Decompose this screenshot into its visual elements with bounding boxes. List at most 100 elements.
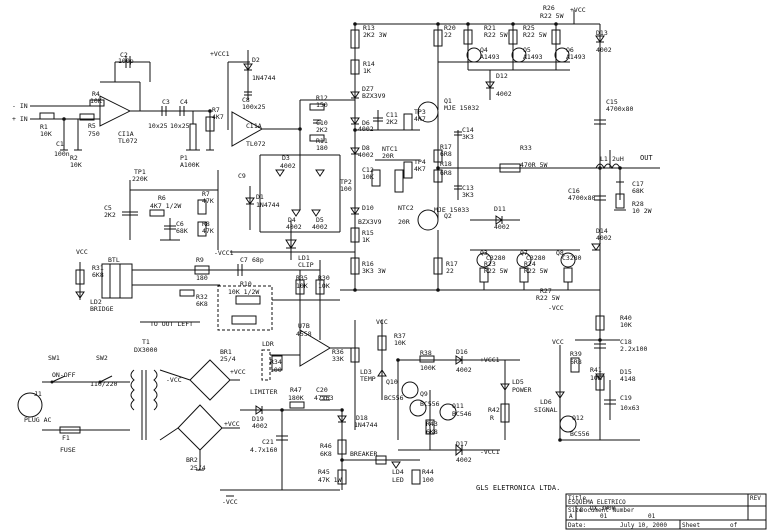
label-dz7-value: BZX3V9 [362, 92, 386, 100]
label-vcc-ld6: VCC [552, 338, 564, 346]
label-d17-value: 4002 [456, 456, 472, 464]
label-ntc1-value: 20R [382, 152, 394, 160]
label-d15: D15 [620, 368, 632, 376]
label-ntc2: NTC2 [398, 204, 414, 212]
label-to-out-left: TO OUT LEFT [150, 320, 193, 328]
label-r41: R41 [590, 366, 602, 374]
label-r11-value: 180 [316, 144, 328, 152]
label-vcc-br1-neg: -VCC [166, 376, 182, 384]
label-breaker: BREAKER [350, 450, 377, 458]
label-vcc1-r1: +VCC1 [480, 356, 500, 364]
label-r13-value: 2K2 3W [363, 31, 387, 39]
label-c6-value: 68K [176, 227, 188, 235]
label-d18-value: 1N4744 [354, 421, 378, 429]
label-d1-value: 1N4744 [256, 201, 280, 209]
label-tp4-value: 4K7 [414, 165, 426, 173]
label-r24: R24 [524, 260, 536, 268]
label-q10-value: BC556 [384, 394, 404, 402]
label-q4-value: A1493 [480, 53, 500, 61]
label-r15: R15 [362, 229, 374, 237]
label-d2-value: 1N4744 [252, 74, 276, 82]
label-r16: R16 [362, 260, 374, 268]
label-r2-value: 10K [70, 161, 82, 169]
label-r8-value: 47K [202, 227, 214, 235]
label-vcc1: +VCC1 [210, 50, 230, 58]
label-c7: C7 [240, 256, 248, 264]
label-c19-value: 10x63 [620, 404, 640, 412]
label-r43-value: 6K8 [426, 428, 438, 436]
label-q8-value: C3280 [562, 254, 582, 262]
label-c9: C9 [238, 172, 246, 180]
label-d10-value: BZX3V9 [358, 218, 382, 226]
label-d11-value: 4002 [494, 223, 510, 231]
wiring [17, 10, 660, 497]
label-r9-value: 180 [196, 274, 208, 282]
label-q10: Q10 [386, 378, 398, 386]
label-ld5-value: POWER [512, 386, 532, 394]
label-c19: C19 [620, 394, 632, 402]
model: DX 3000 [590, 505, 616, 512]
label-c12: C12 [362, 166, 374, 174]
label-r21-value: R22 5W [484, 31, 508, 39]
label-tp1: TP1 [134, 168, 146, 176]
label-r46-value: 6K8 [320, 450, 332, 458]
label-ld1: LD1 [298, 254, 310, 262]
label-r9: R9 [196, 256, 204, 264]
label-d8: D8 [362, 144, 370, 152]
label-r24-value: R22 5W [524, 267, 548, 275]
label-ci1: CI1A [118, 130, 134, 138]
doc-number-value: 01 [600, 513, 608, 520]
label-vcc1-neg: -VCC1 [214, 249, 234, 257]
label-d4: D4 [288, 216, 296, 224]
label-c2: C2 [120, 51, 128, 59]
label-c8-value: 100x25 [242, 103, 266, 111]
label-d8-value: 4002 [358, 151, 374, 159]
label-btl: BTL [108, 256, 120, 264]
label-d12: D12 [496, 72, 508, 80]
label-r14: R14 [363, 60, 375, 68]
label-ld4: LD4 [392, 468, 404, 476]
label-r32-value: 6K8 [196, 300, 208, 308]
label-q6: Q6 [566, 46, 574, 54]
label-in-plus: + IN [12, 115, 28, 123]
size-value: A [569, 513, 573, 520]
label-r5: R5 [88, 122, 96, 130]
label-r2: R2 [70, 154, 78, 162]
label-c16-value: 4700x80 [568, 194, 595, 202]
label-tp1-value: 220K [132, 175, 148, 183]
label-c14-value: 3K3 [462, 133, 474, 141]
label-d13: D13 [596, 29, 608, 37]
label-r31-value: 6K8 [92, 271, 104, 279]
label-c17-value: 68K [632, 187, 644, 195]
label-r44-value: 100 [422, 476, 434, 484]
label-p1: P1 [180, 154, 188, 162]
label-r18-value: 6R8 [440, 169, 452, 177]
label-r12: R12 [316, 94, 328, 102]
label-r43: R43 [426, 420, 438, 428]
label-c18-value: 2.2x100 [620, 345, 647, 353]
label-r8: R8 [202, 220, 210, 228]
label-r33-value: 470R 5W [520, 161, 547, 169]
label-d17: D17 [456, 440, 468, 448]
label-r25: R25 [523, 24, 535, 32]
label-r40-value: 10K [620, 321, 632, 329]
label-c15-value: 4700x80 [606, 105, 633, 113]
label-c13-value: 3K3 [462, 191, 474, 199]
label-ld2-value: BRIDGE [90, 305, 114, 313]
label-q8: Q8 [556, 249, 564, 257]
label-r4-value: 10K [90, 97, 102, 105]
label-c5: C5 [104, 204, 112, 212]
label-vcc-mid: VCC [376, 318, 388, 326]
label-tp2-value: 100 [340, 185, 352, 193]
label-d10: D10 [362, 204, 374, 212]
label-j1-value: PLUG AC [24, 416, 51, 424]
label-r27-value: R22 5W [536, 294, 560, 302]
label-q3: Q3 [480, 249, 488, 257]
company-name: GLS ELETRONICA LTDA. [476, 484, 560, 492]
label-ldr: LDR [262, 340, 274, 348]
label-d3-value: 4002 [280, 162, 296, 170]
title-value: ESQUEMA ELETRICO [568, 499, 626, 506]
label-c18: C18 [620, 338, 632, 346]
label-vcc-left: VCC [76, 248, 88, 256]
label-limiter: LIMITER [250, 388, 277, 396]
